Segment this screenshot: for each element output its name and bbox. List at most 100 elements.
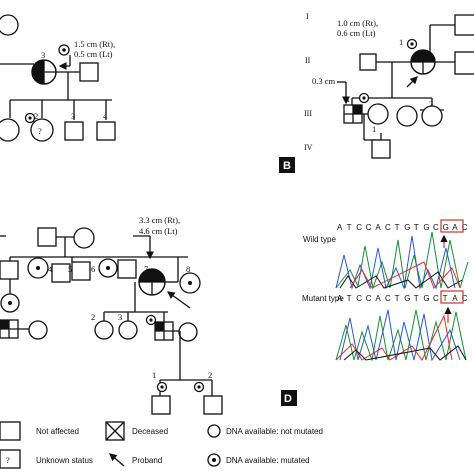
sequence-base: T: [347, 223, 352, 232]
proband-arrow: [406, 76, 418, 88]
mutant-type-label: Mutant type: [302, 294, 344, 303]
panel-d-label: D: [284, 393, 292, 405]
child-number: 1: [346, 94, 350, 104]
legend-proband: Proband: [132, 456, 162, 465]
legend-square-icon: [0, 421, 21, 441]
proband-b: [410, 49, 436, 75]
sequence-base: G: [423, 223, 429, 232]
legend-unknown-icon: [0, 449, 21, 469]
legend-dna-not-mutated: DNA available: not mutated: [226, 427, 323, 436]
sequence-base: T: [414, 294, 419, 303]
measurement-a-2: 0.5 cm (Lt): [74, 49, 113, 59]
sibling-number: 4: [48, 264, 53, 274]
ancestor-male: [37, 227, 57, 247]
ancestor-female: [0, 14, 19, 36]
sibling-c-4: [51, 263, 71, 283]
relative-female: [28, 320, 48, 340]
legend-unknown-mark: ?: [6, 455, 10, 465]
sequence-base: G: [404, 223, 410, 232]
spouse-male: [359, 53, 377, 71]
child-a-1: [0, 118, 20, 142]
sibling-number: 7: [144, 264, 148, 274]
sequence-base: C: [366, 223, 372, 232]
spouse-male: [79, 62, 99, 82]
measurement-b-2: 0.6 cm (Lt): [337, 28, 376, 38]
unknown-mark: ?: [38, 126, 42, 136]
child-a-2-unknown: [30, 118, 54, 142]
child-number: 2: [429, 99, 433, 109]
sequence-base: T: [414, 223, 419, 232]
legend-deceased: Deceased: [132, 427, 168, 436]
child-c-4-affected: [154, 321, 174, 341]
sequence-base: A: [452, 223, 458, 232]
spouse-female: [178, 322, 198, 342]
sequence-base: T: [395, 294, 400, 303]
sequence-base: A: [452, 294, 458, 303]
measurement-b-child: 0.3 cm: [312, 76, 336, 86]
child-number: 3: [118, 312, 122, 322]
child-b-2-female: [421, 105, 443, 127]
sequence-base: A: [337, 294, 343, 303]
panel-a: 3 1.5 cm (Rt), 0.5 cm (Lt) 2 ? 3 4: [0, 14, 116, 142]
grandchild-c-1: [151, 395, 171, 415]
proband-a: [31, 59, 57, 85]
measurement-a-1: 1.5 cm (Rt),: [74, 39, 115, 49]
proband-number: 3: [41, 50, 45, 60]
child-a-3: [64, 121, 84, 141]
legend-dna-mutated: DNA available: mutated: [226, 456, 310, 465]
generation-label: III: [304, 109, 312, 118]
proband-arrow: [166, 291, 191, 309]
sequence-base: A: [337, 223, 343, 232]
proband-number: 1: [399, 37, 403, 47]
grandchild-number: 2: [208, 370, 212, 380]
child-b-2: [396, 105, 418, 127]
measurement-c-1: 3.3 cm (Rt),: [139, 215, 180, 225]
sibling-male: [454, 51, 474, 75]
relative-affected-male: [0, 319, 19, 339]
sibling-number: 5: [68, 264, 72, 274]
sibling-number: 8: [186, 264, 190, 274]
panel-b-label: B: [283, 160, 291, 172]
sibling-c-6-spouse: [117, 259, 137, 279]
sequence-base: C: [385, 294, 391, 303]
sequence-base: C: [366, 294, 372, 303]
sequence-base: C: [356, 223, 362, 232]
grandchild-number: 1: [372, 124, 376, 134]
panel-b: I II III IV 1.0 cm (Rt), 0.6 cm (Lt) 1: [279, 12, 474, 173]
sequence-base: T: [395, 223, 400, 232]
sequence-base: C: [462, 294, 468, 303]
legend-deceased-icon: [105, 421, 125, 441]
ancestor-female: [73, 227, 95, 249]
child-c-3: [118, 320, 138, 340]
ancestor-male: [454, 14, 474, 36]
panel-b-badge: [279, 157, 295, 173]
sequence-base: A: [375, 223, 381, 232]
sequence-base: G: [423, 294, 429, 303]
child-number: 3: [71, 111, 75, 121]
generation-label: II: [305, 56, 311, 65]
panel-c: 3.3 cm (Rt), 4.6 cm (Lt) 4 5 6 7 8: [0, 215, 223, 415]
generation-label: I: [306, 12, 309, 21]
sibling-c: [0, 260, 19, 280]
child-number: 2: [91, 312, 95, 322]
sequence-base: C: [356, 294, 362, 303]
legend: Not affected Deceased DNA available: not…: [0, 421, 323, 469]
child-number: 4: [103, 111, 108, 121]
sequence-base: C: [385, 223, 391, 232]
measurement-b-1: 1.0 cm (Rt),: [337, 18, 378, 28]
wild-type-label: Wild type: [303, 235, 336, 244]
legend-unknown-status: Unknown status: [36, 456, 93, 465]
sequence-base: C: [433, 294, 439, 303]
grandchild-c-2: [203, 395, 223, 415]
sequence-base: A: [375, 294, 381, 303]
child-b-1-affected: [343, 104, 363, 124]
proband-c: [138, 268, 166, 296]
child-a-4: [96, 121, 116, 141]
generation-label: IV: [304, 143, 313, 152]
sibling-number: 6: [91, 264, 95, 274]
child-number: 2: [34, 111, 38, 121]
panel-d-badge: [281, 390, 297, 406]
measurement-c-2: 4.6 cm (Lt): [139, 226, 178, 236]
